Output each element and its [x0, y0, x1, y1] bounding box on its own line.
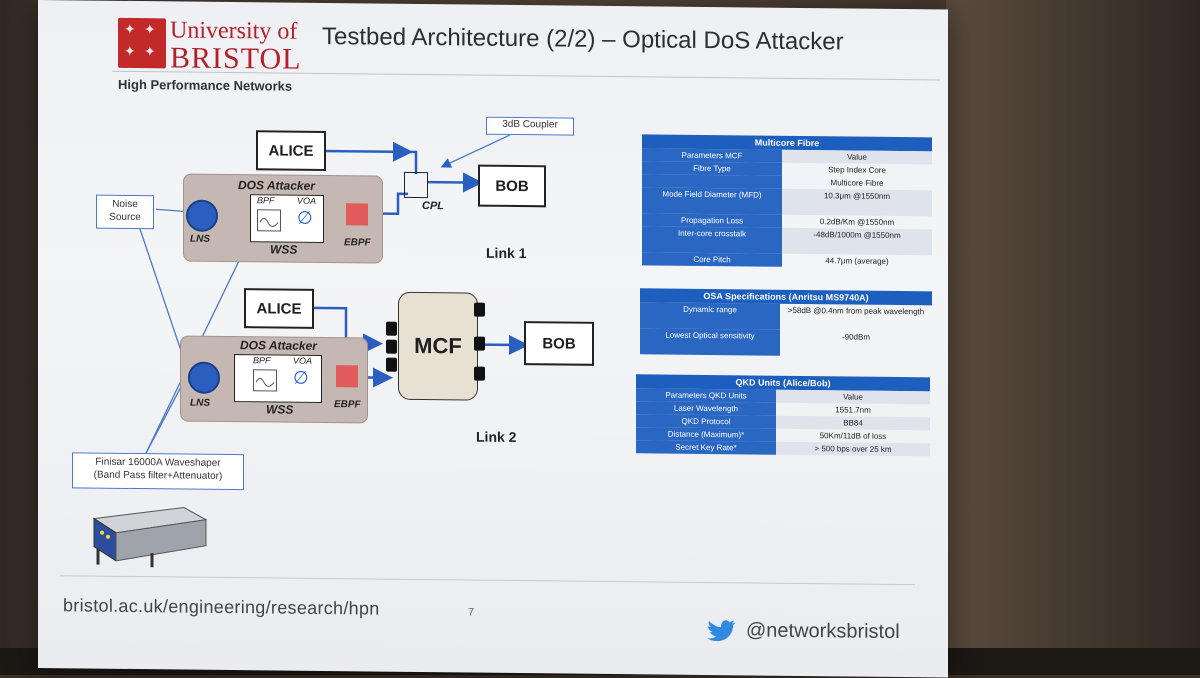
table-value: > 500 bps over 25 km [776, 442, 930, 457]
mcf-connector [386, 340, 397, 354]
mcf-connector [474, 303, 485, 317]
voa-attenuator-icon: ∅ [293, 368, 309, 389]
ebpf-filter-icon [336, 365, 358, 387]
table-key: Core Pitch [642, 252, 782, 266]
link1-label: Link 1 [486, 245, 526, 261]
table-value: 10.3μm @1550nm [782, 189, 932, 217]
footer-url: bristol.ac.uk/engineering/research/hpn [63, 595, 380, 619]
lns-light-source-icon [186, 200, 218, 232]
bob-box-link1: BOB [478, 165, 546, 208]
bpf-filter-icon [253, 369, 277, 391]
waveshaper-device-image [88, 499, 208, 570]
table-key: Secret Key Rate* [636, 440, 776, 454]
ebpf-filter-icon [346, 203, 368, 225]
table-row: Mode Field Diameter (MFD)10.3μm @1550nm [642, 187, 932, 216]
footer-divider [60, 575, 915, 585]
twitter-handle: @networksbristol [746, 619, 900, 644]
coupler-callout: 3dB Coupler [486, 117, 574, 136]
qkd-units-table: QKD Units (Alice/Bob) Parameters QKD Uni… [636, 374, 930, 456]
table-key: Lowest Optical sensitivity [640, 328, 780, 355]
lns-light-source-icon [188, 362, 220, 394]
lns-label-link1: LNS [190, 234, 210, 245]
table-value: -90dBm [780, 330, 932, 358]
mcf-connector [474, 337, 485, 351]
dos-attacker-label-link1: DOS Attacker [238, 178, 315, 193]
table-row: Inter-core crosstalk-48dB/1000m @1550nm [642, 226, 932, 255]
voa-label-link2: VOA [293, 356, 312, 366]
table-row: Dynamic range>58dB @0.4nm from peak wave… [640, 302, 932, 331]
alice-box-link2: ALICE [244, 288, 314, 329]
osa-specifications-table: OSA Specifications (Anritsu MS9740A) Dyn… [640, 288, 932, 357]
wss-label-link2: WSS [266, 402, 293, 416]
dos-attacker-label-link2: DOS Attacker [240, 338, 317, 353]
noise-source-line2: Source [97, 211, 153, 225]
ebpf-label-link1: EBPF [344, 237, 371, 248]
wss-box-link2: BPF VOA ∅ [234, 354, 322, 403]
mcf-connector [386, 322, 397, 336]
wss-label-link1: WSS [270, 242, 297, 256]
coupler-box [404, 172, 428, 198]
page-number: 7 [468, 607, 474, 619]
mcf-connector [474, 367, 485, 381]
bpf-label-link2: BPF [253, 355, 271, 365]
wss-box-link1: BPF VOA ∅ [250, 194, 324, 243]
bpf-filter-icon [257, 209, 281, 231]
mcf-connector [386, 358, 397, 372]
finisar-callout: Finisar 16000A Waveshaper (Band Pass fil… [72, 452, 244, 490]
voa-label-link1: VOA [297, 196, 316, 206]
lns-label-link2: LNS [190, 398, 210, 409]
noise-source-callout: Noise Source [96, 195, 154, 230]
table-key: Mode Field Diameter (MFD) [642, 187, 782, 214]
voa-attenuator-icon: ∅ [297, 208, 313, 229]
presentation-slide: ✦✦ ✦✦ University of BRISTOL High Perform… [38, 0, 948, 678]
table-key: Inter-core crosstalk [642, 226, 782, 253]
table-key: Dynamic range [640, 302, 780, 329]
mcf-multicore-fibre: MCF [398, 292, 478, 401]
finisar-line2: (Band Pass filter+Attenuator) [73, 468, 243, 483]
bob-box-link2: BOB [524, 321, 594, 366]
ebpf-label-link2: EBPF [334, 399, 361, 410]
table-value: >58dB @0.4nm from peak wavelength [780, 304, 932, 332]
wall-right [946, 0, 1200, 675]
cpl-label: CPL [422, 200, 444, 212]
table-row: Lowest Optical sensitivity-90dBm [640, 328, 932, 357]
noise-source-line1: Noise [97, 198, 153, 212]
bpf-label-link1: BPF [257, 195, 275, 205]
table-value: -48dB/1000m @1550nm [782, 228, 932, 256]
alice-box-link1: ALICE [256, 130, 326, 171]
twitter-bird-icon [707, 619, 737, 643]
link2-label: Link 2 [476, 429, 516, 445]
table-value: 44.7μm (average) [782, 254, 932, 269]
